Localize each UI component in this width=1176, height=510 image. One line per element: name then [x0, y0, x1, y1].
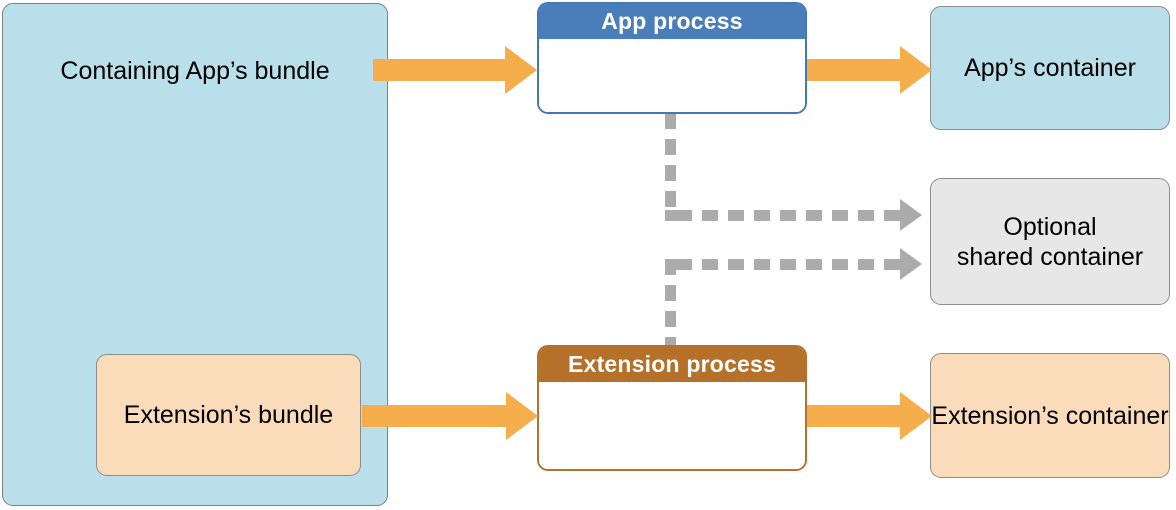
arrow-extension-process-to-extension-container — [804, 392, 932, 440]
node-extension-process-label: Extension process — [568, 351, 776, 377]
node-shared-container: Optional shared container — [930, 178, 1170, 305]
node-app-process-label: App process — [601, 8, 743, 34]
node-app-process-header: App process — [539, 4, 805, 39]
node-extension-container: Extension’s container — [930, 353, 1170, 478]
node-shared-container-label-line1: Optional — [1003, 212, 1097, 241]
dashed-line-app-process-vertical — [665, 113, 676, 216]
node-shared-container-label-line2: shared container — [956, 242, 1144, 271]
arrow-head — [506, 392, 538, 440]
arrow-app-process-to-app-container — [804, 46, 932, 94]
arrow-head — [505, 46, 537, 94]
arrow-shaft — [804, 405, 904, 427]
node-app-process-body — [539, 39, 805, 112]
arrow-head — [900, 46, 932, 94]
node-extension-bundle: Extension’s bundle — [96, 354, 361, 476]
dashed-line-extension-process-horizontal — [676, 259, 902, 270]
node-extension-bundle-label: Extension’s bundle — [123, 401, 334, 429]
node-extension-process-header: Extension process — [539, 347, 805, 382]
node-extension-process-body — [539, 382, 805, 469]
arrow-shaft — [373, 59, 509, 81]
arrow-extension-bundle-to-extension-process — [362, 392, 538, 440]
node-extension-process: Extension process — [537, 345, 807, 471]
node-containing-app-bundle-label: Containing App’s bundle — [60, 57, 330, 85]
arrow-shaft — [362, 405, 510, 427]
arrow-bundle-to-app-process — [373, 46, 537, 94]
arrow-head — [900, 392, 932, 440]
dashed-corner-extension-process — [665, 259, 676, 270]
node-app-container-label: App’s container — [964, 54, 1136, 82]
dashed-line-app-process-horizontal — [676, 210, 902, 221]
arrow-head-extension-to-shared-container — [900, 248, 922, 280]
arrow-shaft — [804, 59, 904, 81]
arrow-head-app-to-shared-container — [900, 199, 922, 231]
dashed-corner-app-process — [665, 210, 676, 221]
node-shared-container-label: Optional shared container — [957, 212, 1143, 272]
dashed-line-extension-process-vertical — [665, 259, 676, 349]
node-app-process: App process — [537, 2, 807, 114]
node-extension-container-label: Extension’s container — [931, 401, 1169, 430]
node-app-container: App’s container — [930, 6, 1170, 130]
